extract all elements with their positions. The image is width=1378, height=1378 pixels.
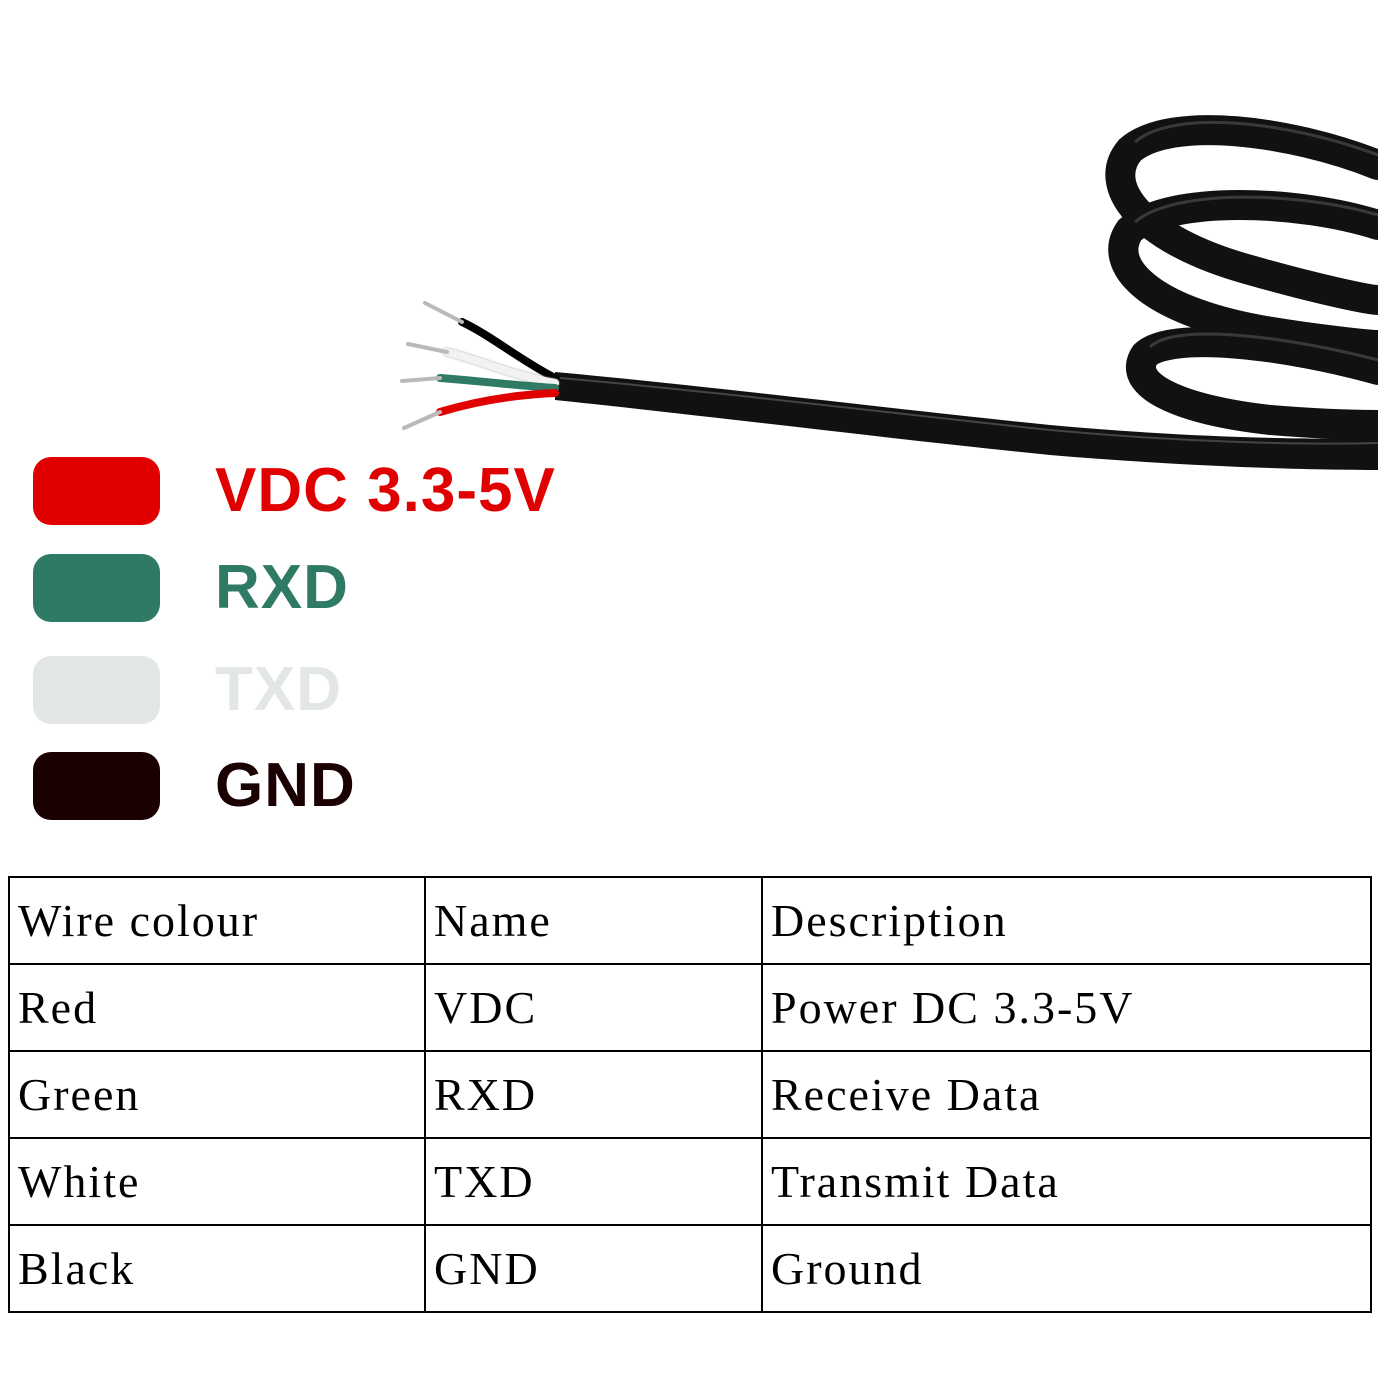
header-wire-colour: Wire colour bbox=[8, 876, 426, 965]
cell-wire-colour: Red bbox=[8, 963, 426, 1052]
cable-illustration bbox=[400, 115, 1378, 470]
legend-label-gnd: GND bbox=[215, 751, 356, 820]
red-wire bbox=[436, 389, 559, 416]
cell-wire-colour: White bbox=[8, 1137, 426, 1226]
green-swatch bbox=[33, 554, 160, 622]
cell-description: Transmit Data bbox=[761, 1137, 1372, 1226]
header-name: Name bbox=[424, 876, 763, 965]
cell-name: TXD bbox=[424, 1137, 763, 1226]
legend-row-vdc: VDC 3.3-5V bbox=[0, 457, 700, 525]
legend-row-rxd: RXD bbox=[0, 554, 700, 622]
table-row: Green RXD Receive Data bbox=[8, 1050, 1372, 1139]
table-row: Black GND Ground bbox=[8, 1224, 1372, 1313]
table-header-row: Wire colour Name Description bbox=[8, 876, 1372, 965]
cable-coil bbox=[1105, 115, 1378, 440]
black-swatch bbox=[33, 752, 160, 820]
legend-label-rxd: RXD bbox=[215, 553, 349, 622]
legend-row-gnd: GND bbox=[0, 752, 700, 820]
white-wire bbox=[443, 348, 559, 387]
header-description: Description bbox=[761, 876, 1372, 965]
table-row: White TXD Transmit Data bbox=[8, 1137, 1372, 1226]
cell-name: RXD bbox=[424, 1050, 763, 1139]
cell-description: Power DC 3.3-5V bbox=[761, 963, 1372, 1052]
cell-name: VDC bbox=[424, 963, 763, 1052]
white-swatch bbox=[33, 656, 160, 724]
green-wire bbox=[436, 374, 559, 392]
legend-label-txd: TXD bbox=[215, 655, 342, 724]
legend-row-txd: TXD bbox=[0, 656, 700, 724]
cell-wire-colour: Green bbox=[8, 1050, 426, 1139]
cell-name: GND bbox=[424, 1224, 763, 1313]
table-row: Red VDC Power DC 3.3-5V bbox=[8, 963, 1372, 1052]
cell-description: Ground bbox=[761, 1224, 1372, 1313]
legend-label-vdc: VDC 3.3-5V bbox=[215, 456, 556, 525]
black-wire bbox=[458, 318, 559, 382]
wire-ends bbox=[400, 301, 559, 430]
cell-wire-colour: Black bbox=[8, 1224, 426, 1313]
wire-table: Wire colour Name Description Red VDC Pow… bbox=[8, 876, 1372, 1313]
wire-legend: VDC 3.3-5V RXD TXD GND bbox=[0, 0, 700, 850]
cell-description: Receive Data bbox=[761, 1050, 1372, 1139]
red-swatch bbox=[33, 457, 160, 525]
